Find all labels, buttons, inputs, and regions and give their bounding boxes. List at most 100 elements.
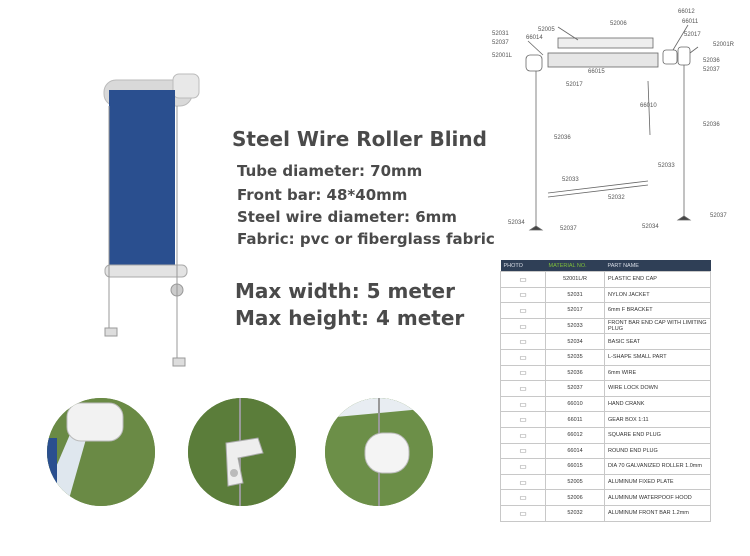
- material-no-cell: 52005: [545, 473, 605, 491]
- spec-wire-diameter: Steel wire diameter: 6mm: [237, 208, 457, 226]
- detail-front-bar-cap-photo: [325, 398, 433, 506]
- part-name-cell: SQUARE END PLUG: [604, 426, 711, 444]
- part-photo-icon: ▭: [500, 489, 546, 506]
- material-no-cell: 52032: [545, 504, 605, 522]
- label-52031: 52031: [492, 31, 509, 37]
- label-66011: 66011: [682, 19, 699, 25]
- spec-front-bar: Front bar: 48*40mm: [237, 186, 408, 204]
- part-photo-icon: ▭: [500, 271, 546, 288]
- part-name-cell: ALUMINUM WATERPOOF HOOD: [604, 489, 711, 506]
- detail-bracket-photo: [188, 398, 296, 506]
- part-name-cell: WIRE LOCK DOWN: [604, 380, 711, 397]
- part-photo-icon: ▭: [500, 442, 546, 460]
- parts-diagram: 66012 52006 52005 66011 52031 52037 6601…: [488, 5, 748, 245]
- part-photo-icon: ▭: [500, 411, 546, 428]
- part-photo-icon: ▭: [500, 348, 546, 366]
- part-name-cell: 6mm F BRACKET: [604, 302, 711, 319]
- detail-end-cap-photo: [47, 398, 155, 506]
- part-name-cell: GEAR BOX 1:11: [604, 411, 711, 428]
- material-no-cell: 52034: [545, 333, 605, 350]
- product-image: [95, 70, 205, 370]
- label-66010: 66010: [640, 103, 657, 109]
- spec-fabric: Fabric: pvc or fiberglass fabric: [237, 230, 495, 248]
- material-no-cell: 52031: [545, 286, 605, 304]
- part-photo-icon: ▭: [500, 333, 546, 350]
- label-52034-b: 52034: [642, 224, 659, 230]
- material-no-cell: 66011: [545, 411, 605, 428]
- part-name-cell: BASIC SEAT: [604, 333, 711, 350]
- label-52036: 52036: [703, 58, 720, 64]
- label-52037: 52037: [703, 67, 720, 73]
- part-photo-icon: ▭: [500, 426, 546, 444]
- part-name-cell: PLASTIC END CAP: [604, 271, 711, 288]
- part-name-cell: L-SHAPE SMALL PART: [604, 348, 711, 366]
- material-no-cell: 52017: [545, 302, 605, 319]
- label-52017-b: 52017: [566, 82, 583, 88]
- part-name-cell: DIA 70 GALVANIZED ROLLER 1.0mm: [604, 458, 711, 475]
- part-photo-icon: ▭: [500, 458, 546, 475]
- material-no-cell: 52035: [545, 348, 605, 366]
- part-name-cell: HAND CRANK: [604, 395, 711, 413]
- part-photo-icon: ▭: [500, 286, 546, 304]
- part-name-cell: ALUMINUM FRONT BAR 1.2mm: [604, 504, 711, 522]
- label-52006: 52006: [610, 21, 627, 27]
- spec-tube-diameter: Tube diameter: 70mm: [237, 162, 423, 180]
- material-no-cell: 52033: [545, 317, 605, 335]
- material-no-cell: 52006: [545, 489, 605, 506]
- label-52017: 52017: [684, 32, 701, 38]
- part-photo-icon: ▭: [500, 395, 546, 413]
- part-photo-icon: ▭: [500, 317, 546, 335]
- max-width-label: Max width: 5 meter: [235, 279, 455, 303]
- header-part-name: PART NAME: [604, 260, 711, 272]
- part-name-cell: NYLON JACKET: [604, 286, 711, 304]
- label-52001l: 52001L: [492, 53, 513, 59]
- material-no-cell: 52001L/R: [545, 271, 605, 288]
- part-name-cell: ALUMINUM FIXED PLATE: [604, 473, 711, 491]
- product-title: Steel Wire Roller Blind: [232, 127, 487, 151]
- label-52037-b: 52037: [710, 213, 727, 219]
- material-no-cell: 52036: [545, 364, 605, 382]
- label-52005: 52005: [538, 27, 555, 33]
- material-no-cell: 66010: [545, 395, 605, 413]
- max-height-label: Max height: 4 meter: [235, 306, 465, 330]
- part-name-cell: 6mm WIRE: [604, 364, 711, 382]
- label-52033-b: 52033: [562, 177, 579, 183]
- part-photo-icon: ▭: [500, 473, 546, 491]
- label-52033: 52033: [658, 163, 675, 169]
- label-66015: 66015: [588, 69, 605, 75]
- header-photo: PHOTO: [500, 260, 546, 272]
- label-66014: 66014: [526, 35, 543, 41]
- part-photo-icon: ▭: [500, 380, 546, 397]
- part-photo-icon: ▭: [500, 302, 546, 319]
- label-66012: 66012: [678, 9, 695, 15]
- part-name-cell: FRONT BAR END CAP WITH LIMITING PLUG: [604, 317, 711, 335]
- label-52037-c: 52037: [560, 226, 577, 232]
- label-52034: 52034: [508, 220, 525, 226]
- part-photo-icon: ▭: [500, 504, 546, 522]
- label-52036-c: 52036: [554, 135, 571, 141]
- material-no-cell: 66015: [545, 458, 605, 475]
- label-52032: 52032: [608, 195, 625, 201]
- part-name-cell: ROUND END PLUG: [604, 442, 711, 460]
- header-material-no: MATERIAL NO.: [545, 260, 605, 272]
- part-photo-icon: ▭: [500, 364, 546, 382]
- material-no-cell: 66014: [545, 442, 605, 460]
- material-no-cell: 66012: [545, 426, 605, 444]
